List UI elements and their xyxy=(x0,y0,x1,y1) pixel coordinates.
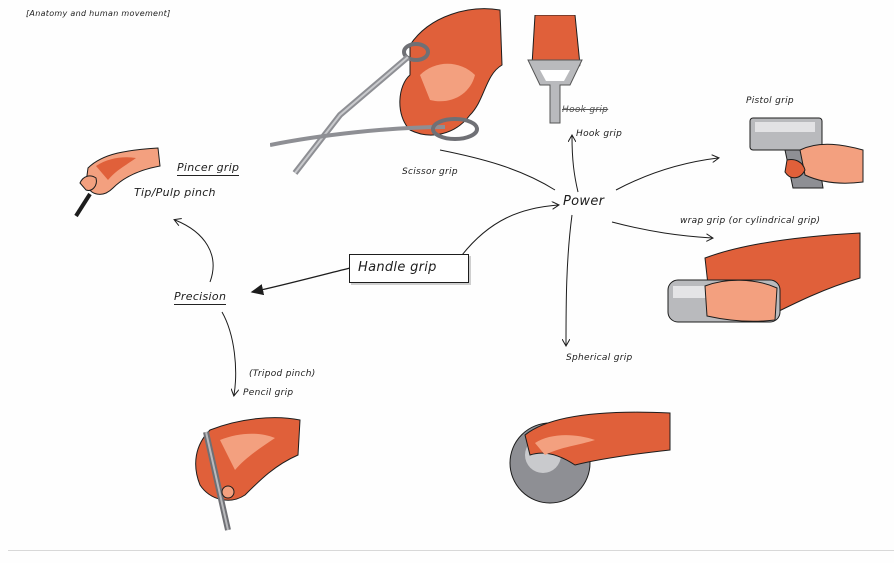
arrow-power-to-hook xyxy=(572,136,578,192)
handle-grip-box: Handle grip xyxy=(349,254,469,283)
arrow-power-to-pistol xyxy=(616,158,718,190)
arrow-power-to-spherical xyxy=(566,215,572,345)
hook-grip-label: Hook grip xyxy=(576,129,622,139)
wrap-grip-illustration xyxy=(665,228,865,328)
spherical-grip-illustration xyxy=(505,405,675,505)
hook-grip-illustration xyxy=(520,15,590,125)
pistol-grip-label: Pistol grip xyxy=(746,96,794,106)
pincer-grip-label: Pincer grip xyxy=(177,161,239,176)
arrow-precision-to-pencil xyxy=(222,312,236,395)
handle-grip-label: Handle grip xyxy=(358,260,437,275)
precision-label: Precision xyxy=(174,290,226,305)
arrow-handle-to-power xyxy=(462,205,558,255)
arrow-precision-to-pincer xyxy=(175,220,213,282)
scissor-grip-illustration xyxy=(270,5,505,180)
header-note: [Anatomy and human movement] xyxy=(26,9,171,18)
pistol-grip-illustration xyxy=(745,110,865,195)
spherical-grip-label: Spherical grip xyxy=(566,353,633,363)
pincer-grip-illustration xyxy=(68,128,163,223)
pencil-grip-label: Pencil grip xyxy=(243,388,293,398)
pencil-grip-illustration xyxy=(180,410,305,535)
power-label: Power xyxy=(563,194,604,209)
tripod-pinch-label: (Tripod pinch) xyxy=(249,369,316,379)
arrow-handle-to-precision xyxy=(252,268,350,292)
wrap-grip-label: wrap grip (or cylindrical grip) xyxy=(680,216,820,226)
